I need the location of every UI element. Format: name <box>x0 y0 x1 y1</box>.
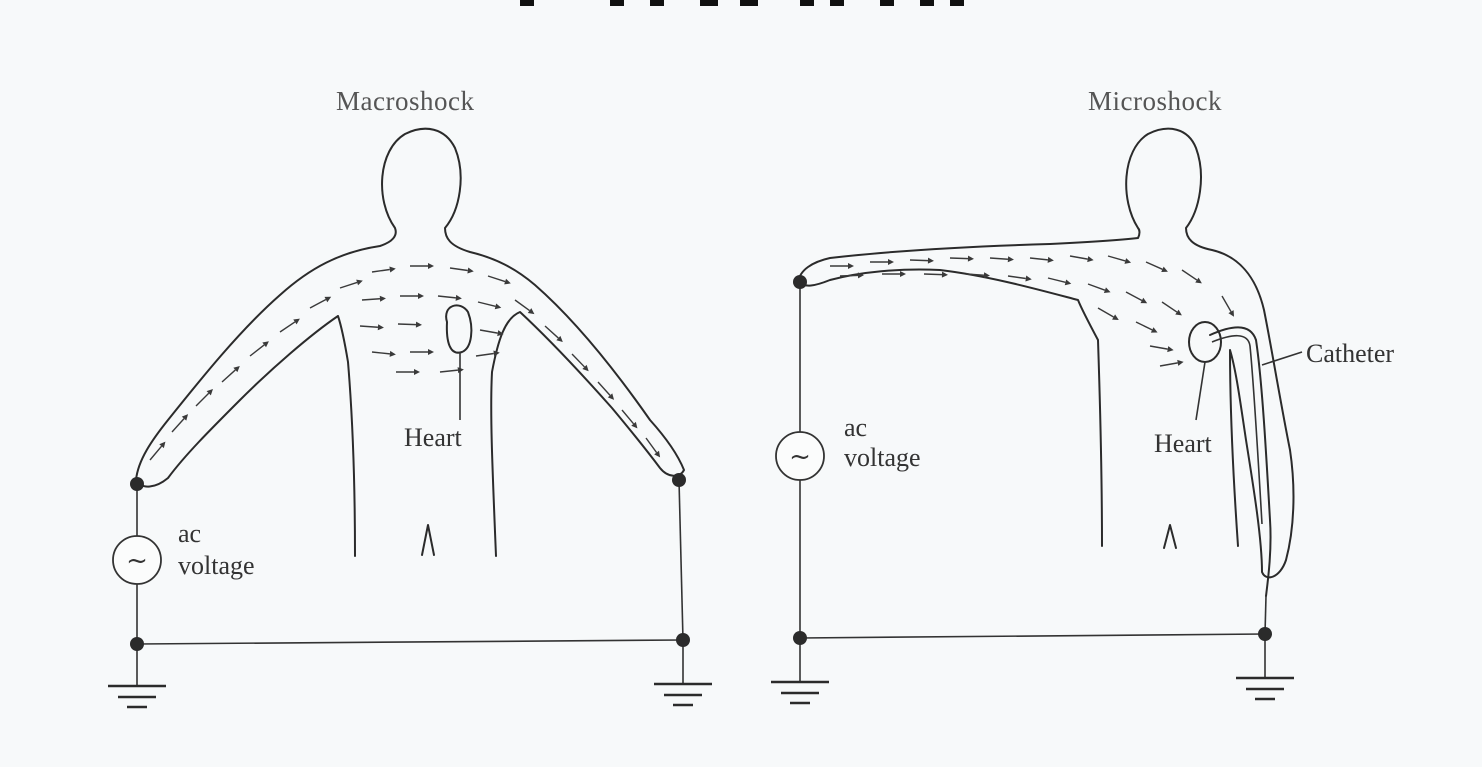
micro-heart-label: Heart <box>1154 429 1213 458</box>
macro-node-left <box>130 637 144 651</box>
micro-ground-left <box>771 682 829 703</box>
micro-crotch <box>1164 525 1176 548</box>
macro-heart <box>446 305 471 352</box>
micro-heart <box>1189 322 1221 362</box>
micro-voltage-label-1: ac <box>844 413 867 442</box>
micro-heart-pointer <box>1196 362 1205 420</box>
micro-circuit <box>793 275 1272 682</box>
macro-voltage-label-1: ac <box>178 519 201 548</box>
macro-body-outline <box>136 129 684 556</box>
microshock-title: Microshock <box>1088 86 1222 116</box>
macroshock-panel: Macroshock <box>108 86 712 707</box>
catheter-label: Catheter <box>1306 339 1394 368</box>
micro-source-symbol: ~ <box>789 442 811 472</box>
microshock-panel: Microshock <box>771 86 1394 703</box>
macro-crotch <box>422 525 434 555</box>
cropped-top-text <box>520 0 964 6</box>
macro-voltage-label-2: voltage <box>178 551 255 580</box>
micro-voltage-label-2: voltage <box>844 443 921 472</box>
micro-node-right <box>1258 627 1272 641</box>
micro-ac-source: ~ <box>776 432 824 480</box>
macro-source-symbol: ~ <box>126 546 148 576</box>
macro-ac-source: ~ <box>113 536 161 584</box>
macro-ground-left <box>108 686 166 707</box>
catheter-pointer <box>1262 352 1302 365</box>
micro-hand-electrode <box>793 275 807 289</box>
macro-node-right <box>676 633 690 647</box>
macro-left-hand-electrode <box>130 477 144 491</box>
macroshock-title: Macroshock <box>336 86 474 116</box>
macro-right-hand-electrode <box>672 473 686 487</box>
macro-heart-label: Heart <box>404 423 463 452</box>
micro-ground-right <box>1236 678 1294 699</box>
macro-ground-right <box>654 684 712 705</box>
micro-node-left <box>793 631 807 645</box>
